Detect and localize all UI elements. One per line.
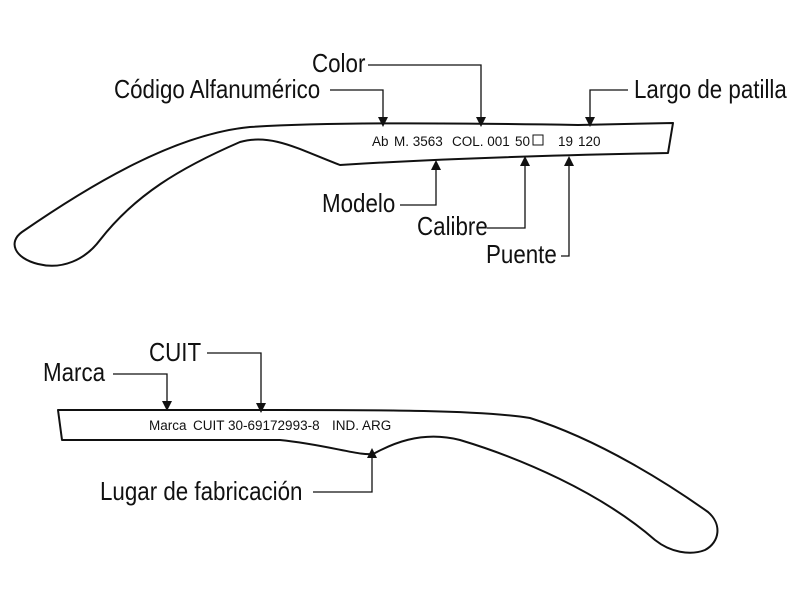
label-model: Modelo bbox=[322, 189, 395, 218]
engraving-origin: IND. ARG bbox=[332, 418, 391, 433]
callout-origin: Lugar de fabricación bbox=[100, 448, 377, 506]
callout-model: Modelo bbox=[322, 160, 441, 218]
callout-color: Color bbox=[312, 49, 486, 127]
label-length: Largo de patilla bbox=[634, 75, 787, 104]
engraving-length: 120 bbox=[578, 134, 601, 149]
label-code: Código Alfanumérico bbox=[114, 75, 320, 104]
engraving-code: Ab bbox=[372, 134, 389, 149]
leader-origin bbox=[313, 456, 373, 493]
arrow-model-icon bbox=[431, 160, 441, 170]
label-brand: Marca bbox=[43, 358, 106, 387]
leader-bridge bbox=[561, 164, 570, 257]
engraving-bridge: 19 bbox=[558, 134, 573, 149]
engraving-bottom: Marca CUIT 30-69172993-8 IND. ARG bbox=[149, 418, 391, 433]
callout-length: Largo de patilla bbox=[585, 75, 787, 127]
engraving-model: M. 3563 bbox=[394, 134, 443, 149]
temple-top: Ab M. 3563 COL. 001 50 19 120 Color Códi… bbox=[13, 49, 787, 269]
callout-bridge: Puente bbox=[486, 156, 574, 269]
boxing-square-icon bbox=[532, 134, 544, 146]
label-bridge: Puente bbox=[486, 240, 557, 269]
engraving-color: COL. 001 bbox=[452, 134, 510, 149]
callout-cuit: CUIT bbox=[149, 338, 266, 413]
label-color: Color bbox=[312, 49, 365, 78]
arrow-code-icon bbox=[378, 117, 388, 127]
engraving-top: Ab M. 3563 COL. 001 50 19 120 bbox=[372, 134, 601, 149]
callout-code: Código Alfanumérico bbox=[114, 75, 388, 127]
arrow-cuit-icon bbox=[256, 403, 266, 413]
leader-length bbox=[589, 89, 628, 118]
label-cuit: CUIT bbox=[149, 338, 201, 367]
arrow-length-icon bbox=[585, 117, 595, 127]
temple-top-outline bbox=[13, 122, 674, 267]
label-caliber: Calibre bbox=[417, 212, 488, 241]
leader-color bbox=[368, 64, 482, 118]
arrow-brand-icon bbox=[162, 401, 172, 411]
leader-code bbox=[330, 89, 384, 118]
leader-cuit bbox=[207, 352, 262, 404]
leader-model bbox=[400, 168, 437, 206]
callout-caliber: Calibre bbox=[417, 156, 530, 241]
leader-caliber bbox=[487, 164, 526, 229]
arrow-bridge-icon bbox=[564, 156, 574, 166]
arrow-origin-icon bbox=[367, 448, 377, 458]
engraving-caliber: 50 bbox=[515, 134, 530, 149]
arrow-caliber-icon bbox=[520, 156, 530, 166]
leader-brand bbox=[113, 373, 168, 402]
callout-brand: Marca bbox=[43, 358, 172, 411]
engraving-brand: Marca bbox=[149, 418, 187, 433]
temple-bottom-outline bbox=[57, 409, 719, 554]
label-origin: Lugar de fabricación bbox=[100, 477, 303, 506]
engraving-cuit: CUIT 30-69172993-8 bbox=[193, 418, 320, 433]
temple-bottom: Marca CUIT 30-69172993-8 IND. ARG Marca … bbox=[43, 338, 719, 554]
arrow-color-icon bbox=[476, 117, 486, 127]
